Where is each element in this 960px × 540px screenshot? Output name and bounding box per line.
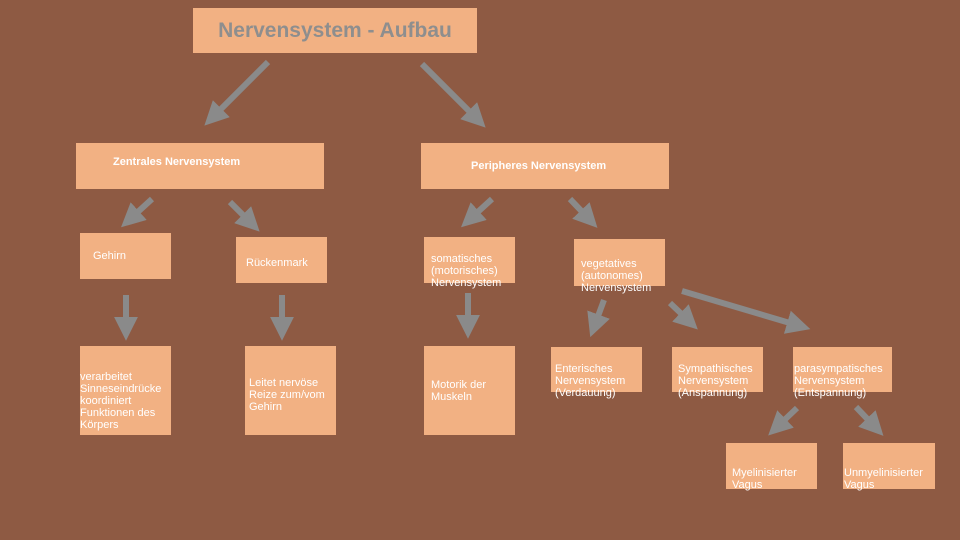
node-label: Sympathisches Nervensystem (Anspannung) <box>678 363 753 399</box>
node-label: Enterisches Nervensystem (Verdauung) <box>555 363 626 399</box>
node-zentrales-nervensystem: Zentrales Nervensystem <box>76 143 324 189</box>
node-unmyelinisierter-vagus: Unmyelinisierter Vagus <box>843 443 935 491</box>
node-myelinisierter-vagus: Myelinisierter Vagus <box>726 443 817 491</box>
node-rueckenmark-beschreibung: Leitet nervöse Reize zum/vom Gehirn <box>245 346 336 435</box>
arrow-zns-to-gehirn <box>121 196 155 228</box>
node-label: vegetatives (autonomes) Nervensystem <box>581 258 652 294</box>
node-label: Rückenmark <box>246 257 308 269</box>
node-label: parasympatisches Nervensystem (Entspannu… <box>794 363 883 399</box>
node-somatisches-nervensystem: somatisches (motorisches) Nervensystem <box>424 237 515 289</box>
node-gehirn: Gehirn <box>80 233 171 279</box>
node-vegetatives-nervensystem: vegetatives (autonomes) Nervensystem <box>574 239 665 294</box>
node-parasympathisches-nervensystem: parasympatisches Nervensystem (Entspannu… <box>793 347 892 399</box>
node-label: Myelinisierter Vagus <box>732 467 797 491</box>
node-label: somatisches (motorisches) Nervensystem <box>431 253 502 289</box>
node-somatisch-beschreibung: Motorik der Muskeln <box>424 346 515 435</box>
node-gehirn-beschreibung: verarbeitet Sinneseindrücke koordiniert … <box>80 346 171 435</box>
arrow-vegetativ-to-enterisch <box>587 298 610 338</box>
node-label: Peripheres Nervensystem <box>471 160 607 172</box>
node-label: Zentrales Nervensystem <box>113 156 241 168</box>
node-label: Motorik der Muskeln <box>431 379 487 403</box>
arrow-title-to-pns <box>419 61 486 128</box>
node-sympathisches-nervensystem: Sympathisches Nervensystem (Anspannung) <box>672 347 763 399</box>
arrow-title-to-zns <box>204 59 271 126</box>
node-enterisches-nervensystem: Enterisches Nervensystem (Verdauung) <box>551 347 642 399</box>
arrow-parasympathisch-to-unmyelinisiert <box>853 404 884 436</box>
arrow-pns-to-somatisch <box>461 196 495 228</box>
node-label: Leitet nervöse Reize zum/vom Gehirn <box>249 377 325 413</box>
diagram-title: Nervensystem - Aufbau <box>193 8 477 53</box>
node-rueckenmark: Rückenmark <box>236 237 327 283</box>
node-peripheres-nervensystem: Peripheres Nervensystem <box>421 143 669 189</box>
arrow-vegetativ-to-sympathisch <box>667 300 698 330</box>
node-label: Gehirn <box>93 250 127 262</box>
arrow-pns-to-vegetativ <box>567 196 598 228</box>
arrow-parasympathisch-to-myelinisiert <box>768 405 800 436</box>
arrow-zns-to-rueckenmark <box>227 199 260 232</box>
node-label: Unmyelinisierter Vagus <box>844 467 923 491</box>
node-label: verarbeitet Sinneseindrücke koordiniert … <box>80 371 162 431</box>
arrow-vegetativ-to-parasympathisch <box>681 288 811 334</box>
